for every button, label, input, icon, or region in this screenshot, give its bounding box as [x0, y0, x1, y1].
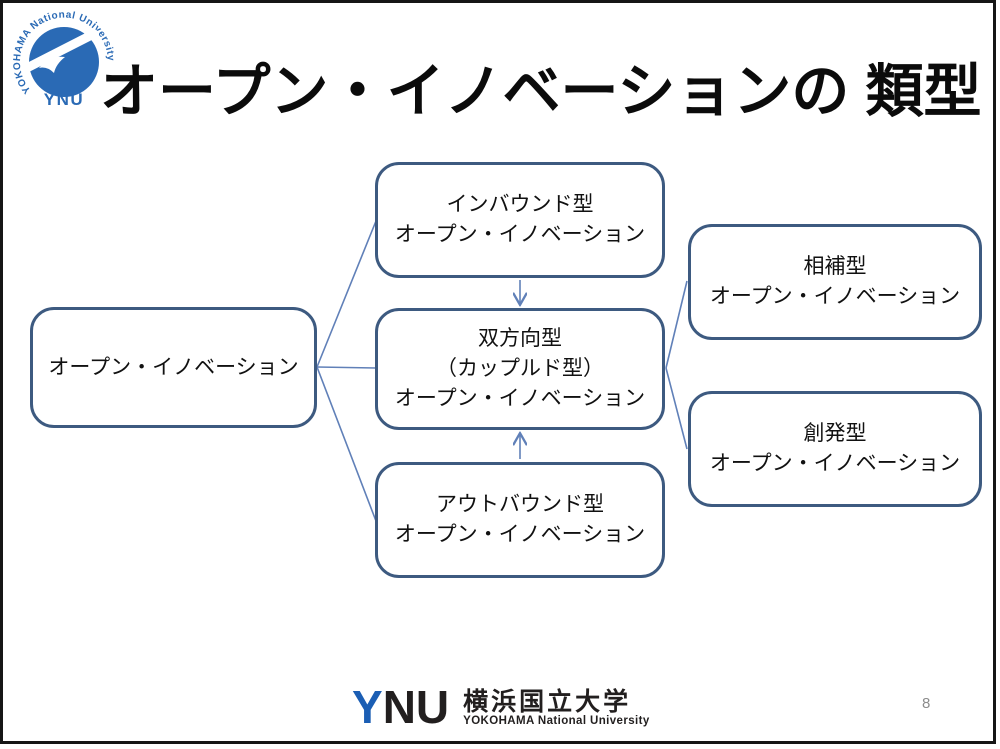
connector-root-outbound — [316, 366, 377, 522]
ynu-seal-icon: YOKOHAMA National University YNU — [12, 9, 116, 109]
connector-coupled-complementary — [665, 280, 688, 369]
node-inbound-type: インバウンド型 オープン・イノベーション — [375, 162, 665, 278]
ynu-footer-logo: YNU 横浜国立大学 YOKOHAMA National University — [352, 684, 650, 730]
node-label-line: アウトバウンド型 — [436, 493, 604, 516]
node-label-line: 双方向型 — [478, 327, 562, 350]
node-complementary-type: 相補型 オープン・イノベーション — [688, 224, 982, 340]
ynu-seal-logo: YOKOHAMA National University YNU — [8, 4, 120, 116]
seal-bird-icon — [39, 56, 65, 73]
node-label-line: オープン・イノベーション — [394, 223, 646, 246]
footer-acronym-nu: NU — [382, 681, 450, 733]
node-label-line: インバウンド型 — [446, 193, 594, 216]
connector-root-inbound — [316, 220, 377, 368]
page-number: 8 — [922, 695, 931, 712]
node-label-line: （カップルド型） — [436, 357, 604, 380]
node-open-innovation: オープン・イノベーション — [30, 307, 317, 428]
seal-slash — [22, 29, 99, 73]
node-label-line: オープン・イノベーション — [709, 285, 961, 308]
footer-acronym: YNU — [352, 684, 449, 730]
node-outbound-type: アウトバウンド型 オープン・イノベーション — [375, 462, 665, 578]
footer-university-names: 横浜国立大学 YOKOHAMA National University — [463, 689, 650, 728]
footer-university-jp: 横浜国立大学 — [463, 688, 632, 716]
seal-acronym: YNU — [44, 90, 84, 109]
node-label-line: 相補型 — [803, 255, 867, 278]
node-label-line: 創発型 — [803, 422, 867, 445]
footer-acronym-y: Y — [352, 681, 383, 733]
node-coupled-type: 双方向型 （カップルド型） オープン・イノベーション — [375, 308, 665, 430]
connector-coupled-emergent — [665, 367, 688, 450]
node-emergent-type: 創発型 オープン・イノベーション — [688, 391, 982, 507]
node-label-line: オープン・イノベーション — [48, 355, 299, 379]
connector-root-coupled — [316, 366, 377, 369]
node-label-line: オープン・イノベーション — [394, 523, 646, 546]
footer-university-en: YOKOHAMA National University — [463, 715, 650, 727]
page-title: オープン・イノベーションの 類型 — [100, 59, 982, 124]
node-label-line: オープン・イノベーション — [394, 387, 646, 410]
node-label-line: オープン・イノベーション — [709, 452, 961, 475]
